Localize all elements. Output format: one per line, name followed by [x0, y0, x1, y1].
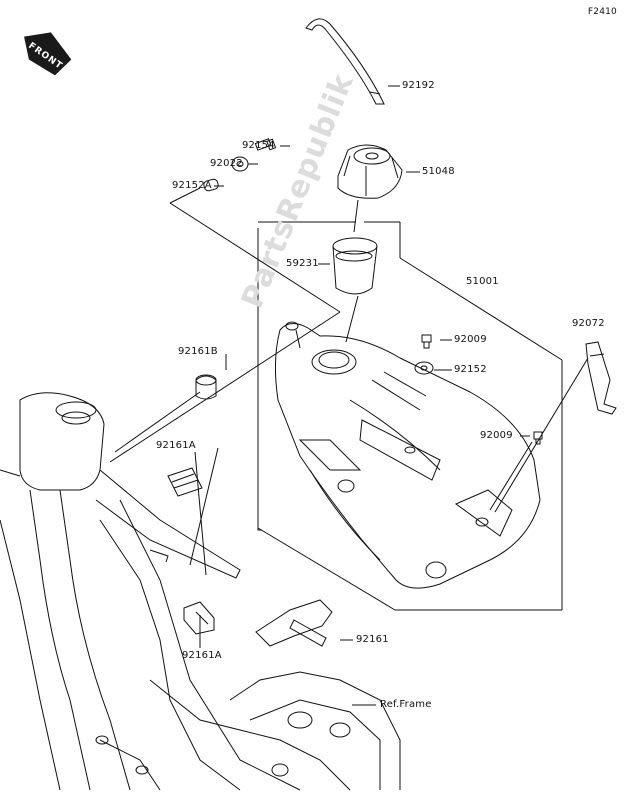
- damper-92161: [255, 599, 333, 647]
- damper-92161A-bottom: [183, 601, 215, 635]
- front-badge-label: FRONT: [26, 41, 65, 72]
- bolt-92154: [254, 138, 277, 151]
- label-92152[interactable]: 92152: [454, 364, 487, 375]
- label-51048[interactable]: 51048: [422, 166, 455, 177]
- bolt-92009-a: [421, 334, 432, 349]
- vent-hose: [305, 18, 385, 105]
- label-51001[interactable]: 51001: [466, 276, 499, 287]
- damper-92161A-top: [167, 467, 203, 497]
- filler-neck: [332, 237, 378, 295]
- strap-92072: [585, 341, 617, 415]
- washer-92022: [231, 156, 249, 172]
- fuel-cap: [337, 144, 403, 199]
- diagram-code: F2410: [587, 7, 617, 17]
- label-92192[interactable]: 92192: [402, 80, 435, 91]
- frame: [0, 392, 401, 791]
- fuel-tank: [274, 321, 541, 589]
- label-92161A-bottom[interactable]: 92161A: [182, 650, 222, 661]
- collar-92152: [414, 361, 434, 375]
- label-92154[interactable]: 92154: [242, 140, 275, 151]
- label-92009-lower[interactable]: 92009: [480, 430, 513, 441]
- label-92161[interactable]: 92161: [356, 634, 389, 645]
- front-badge: FRONT: [18, 28, 80, 74]
- label-92161B[interactable]: 92161B: [178, 346, 218, 357]
- label-92022[interactable]: 92022: [210, 158, 243, 169]
- label-92072[interactable]: 92072: [572, 318, 605, 329]
- label-92009-upper[interactable]: 92009: [454, 334, 487, 345]
- front-arrow-icon: [24, 32, 72, 76]
- damper-92161B: [195, 374, 217, 400]
- label-92161A-top[interactable]: 92161A: [156, 440, 196, 451]
- bolt-92009-b: [533, 431, 543, 445]
- collar-92152A: [203, 178, 219, 192]
- label-ref-frame[interactable]: Ref.Frame: [380, 699, 432, 710]
- label-59231[interactable]: 59231: [286, 258, 319, 269]
- label-92152A[interactable]: 92152A: [172, 180, 212, 191]
